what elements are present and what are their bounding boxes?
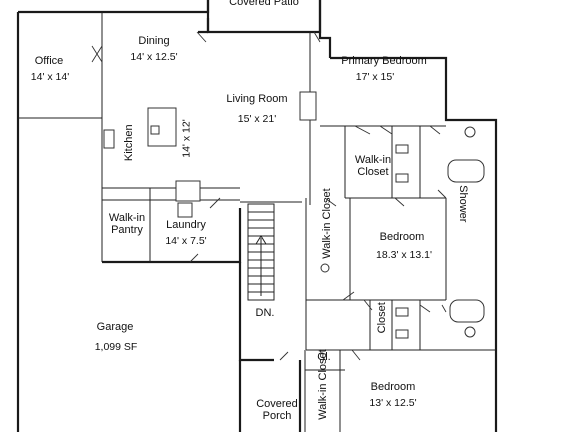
vanity-4-icon	[395, 329, 409, 339]
toilet-2-icon	[464, 326, 476, 338]
vanity-3-icon	[395, 307, 409, 317]
laundry-label: Laundry	[166, 219, 206, 231]
living-room-label: Living Room	[226, 93, 288, 105]
vanity-2-icon	[395, 173, 409, 183]
garage-size: 1,099 SF	[94, 341, 138, 353]
bathtub-2-icon	[449, 299, 485, 323]
dining-size: 14' x 12.5'	[130, 51, 178, 63]
vanity-icon	[395, 144, 409, 154]
bedroom-2-label: Bedroom	[379, 231, 425, 243]
doors	[91, 31, 447, 361]
fixtures	[103, 91, 485, 339]
bedroom-3-size: 13' x 12.5'	[369, 397, 417, 409]
primary-bedroom-label: Primary Bedroom	[341, 55, 427, 67]
closet-bedroom2-label: Closet	[376, 302, 389, 334]
bedroom-3-label: Bedroom	[370, 381, 416, 393]
kitchen-size: 14' x 12'	[180, 119, 193, 158]
range-icon	[103, 129, 115, 149]
toilet-icon	[464, 126, 476, 138]
kitchen-label: Kitchen	[123, 124, 136, 162]
stair-arrow-icon	[255, 235, 267, 296]
closet-small-label: Cl.	[317, 351, 331, 363]
bedroom-2-size: 18.3' x 13.1'	[376, 249, 432, 261]
sink-icon	[150, 125, 160, 135]
stairs-down-label: DN.	[255, 307, 275, 319]
walk-in-closet-bedroom2-label: Walk-in Closet	[321, 188, 334, 259]
fireplace-icon	[299, 91, 317, 121]
laundry-size: 14' x 7.5'	[165, 235, 207, 247]
living-room-size: 15' x 21'	[237, 113, 277, 125]
walk-in-closet-primary-label: Walk-in Closet	[354, 154, 392, 178]
office-label: Office	[34, 55, 64, 67]
office-size: 14' x 14'	[30, 71, 70, 83]
covered-porch-label: Covered Porch	[256, 398, 298, 422]
toilet-3-icon	[320, 263, 330, 273]
washer-icon	[177, 202, 193, 218]
stairs	[247, 203, 275, 301]
covered-patio-label: Covered Patio	[229, 0, 299, 8]
shower-label: Shower	[456, 185, 469, 223]
walk-in-pantry-label: Walk-in Pantry	[108, 212, 146, 236]
primary-bedroom-size: 17' x 15'	[355, 71, 395, 83]
garage-label: Garage	[96, 321, 134, 333]
fridge-icon	[175, 180, 201, 202]
walls	[16, 0, 498, 432]
bathtub-icon	[447, 159, 485, 183]
dining-label: Dining	[138, 35, 170, 47]
walk-in-closet-bedroom3-label: Walk-in Closet	[317, 349, 330, 420]
